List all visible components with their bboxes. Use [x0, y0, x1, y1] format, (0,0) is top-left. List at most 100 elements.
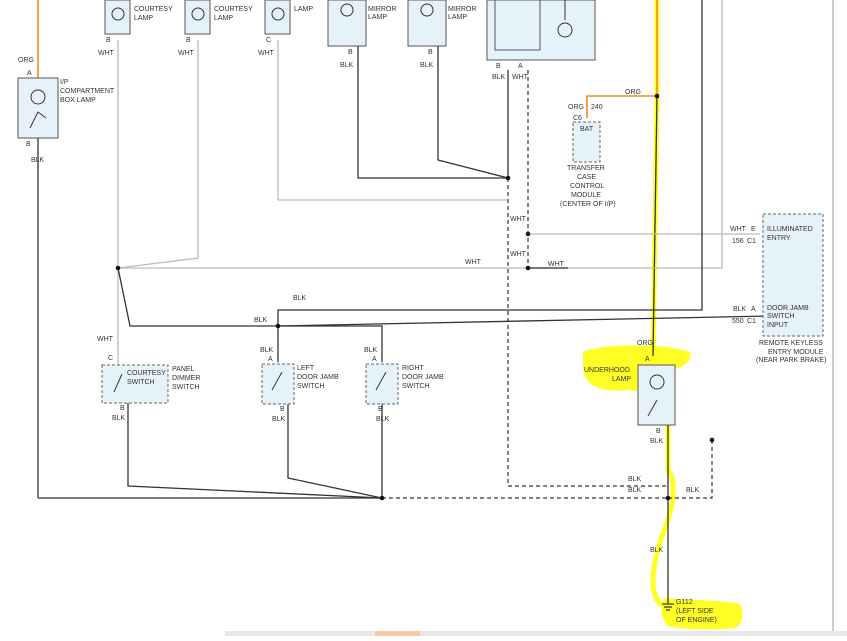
- pins-a-label: A: [645, 356, 650, 363]
- wire-colors-blk-label: BLK: [112, 415, 126, 422]
- labels-underhood-1-label: UNDERHOOD: [584, 367, 630, 374]
- labels-rke-1-label: REMOTE KEYLESS: [759, 340, 823, 347]
- labels-courtesy-lamp-1-label: COURTESY: [134, 6, 173, 13]
- labels-left-dj-3-label: SWITCH: [297, 383, 325, 390]
- wire-colors-org-label: ORG: [568, 104, 584, 111]
- courtesy-switch: C COURTESY SWITCH PANEL DIMMER SWITCH B …: [101, 355, 200, 422]
- left-door-jamb-switch: BLK A LEFT DOOR JAMB SWITCH B BLK: [260, 347, 339, 423]
- wire-colors-wht-label: WHT: [510, 251, 527, 258]
- pins-c-label: C: [108, 355, 113, 362]
- pins-a-label: A: [268, 356, 273, 363]
- wire-colors-wht-label: WHT: [178, 50, 195, 57]
- wire-colors-blk-label: BLK: [628, 476, 642, 483]
- right-door-jamb-switch: BLK A RIGHT DOOR JAMB SWITCH B BLK: [364, 347, 444, 423]
- courtesy-lamp-2: COURTESY LAMP B WHT: [178, 0, 253, 57]
- pins-b-label: B: [378, 406, 383, 413]
- labels-left-dj-1-label: LEFT: [297, 365, 315, 372]
- labels-courtesy-lamp-2b-label: LAMP: [214, 15, 233, 22]
- pins-c1-label: C1: [747, 238, 756, 245]
- underhood-lamp: A UNDERHOOD LAMP B: [584, 356, 676, 435]
- wire-colors-wht-label: WHT: [510, 216, 527, 223]
- wires-dashed: [382, 70, 713, 499]
- labels-bat-label: BAT: [580, 126, 594, 133]
- labels-g112-label: G112: [676, 599, 693, 606]
- scrollbar-thumb[interactable]: [375, 631, 420, 636]
- labels-tccm-5-label: (CENTER OF I/P): [560, 201, 616, 208]
- pins-b-label: B: [186, 37, 191, 44]
- labels-illum-entry-1-label: ILLUMINATED: [767, 226, 813, 233]
- mirror-lamp-1: MIRROR LAMP B BLK: [327, 0, 396, 69]
- pins-a-label: A: [27, 70, 32, 77]
- pins-c1-label: C1: [747, 318, 756, 325]
- labels-mirror-lamp-2-label: MIRROR: [448, 6, 476, 13]
- labels-rke-3-label: (NEAR PARK BRAKE): [756, 357, 826, 364]
- ground-g112: G112 (LEFT SIDE OF ENGINE): [662, 599, 717, 624]
- labels-rke-2-label: ENTRY MODULE: [768, 349, 824, 356]
- labels-mirror-lamp-2b-label: LAMP: [448, 14, 467, 21]
- labels-courtesy-lamp-1b-label: LAMP: [134, 15, 153, 22]
- labels-panel-dimmer-2-label: DIMMER: [172, 375, 200, 382]
- labels-ip-box-lamp-2-label: COMPARTMENT: [60, 88, 115, 95]
- splice-dots: [115, 93, 715, 501]
- wire-colors-wht-label: WHT: [548, 261, 565, 268]
- pins-b-label: B: [428, 49, 433, 56]
- wire-colors-org-label: ORG: [625, 89, 641, 96]
- labels-door-jamb-in-2-label: SWITCH: [767, 313, 795, 320]
- courtesy-lamp-1: COURTESY LAMP B WHT: [98, 0, 173, 57]
- labels-door-jamb-in-3-label: INPUT: [767, 322, 789, 329]
- wire-colors-blk-label: BLK: [364, 347, 378, 354]
- scrollbar-track[interactable]: [225, 631, 847, 636]
- pins-e-label: E: [751, 226, 756, 233]
- labels-lamp-top-label: LAMP: [294, 6, 313, 13]
- pins-a-label: A: [751, 306, 756, 313]
- highlight-marks: [583, 0, 743, 630]
- wire-colors-blk-label: BLK: [628, 487, 642, 494]
- pins-b-label: B: [656, 428, 661, 435]
- labels-courtesy-lamp-2-label: COURTESY: [214, 6, 253, 13]
- wire-labels: WHT WHT WHT WHT BLK BLK WHT ORG BLK BLK …: [97, 216, 700, 554]
- labels-right-dj-2-label: DOOR JAMB: [402, 374, 444, 381]
- labels-g112-loc-1-label: (LEFT SIDE: [676, 608, 714, 615]
- labels-tccm-4-label: MODULE: [571, 192, 601, 199]
- wire-colors-org-label: ORG: [18, 57, 34, 64]
- pins-b-label: B: [106, 37, 111, 44]
- pins-c-label: C: [266, 37, 271, 44]
- labels-courtesy-switch-2-label: SWITCH: [127, 379, 155, 386]
- pins-b-label: B: [120, 405, 125, 412]
- remote-keyless-entry-module: WHT E 156 C1 ILLUMINATED ENTRY BLK A 550…: [730, 213, 826, 364]
- labels-illum-entry-2-label: ENTRY: [767, 235, 791, 242]
- pins-n550-label: 550: [732, 318, 744, 325]
- labels-left-dj-2-label: DOOR JAMB: [297, 374, 339, 381]
- mirror-lamp-2: MIRROR LAMP B BLK: [407, 0, 476, 69]
- wire-colors-wht-label: WHT: [97, 336, 114, 343]
- labels-right-dj-1-label: RIGHT: [402, 365, 425, 372]
- wire-colors-blk-label: BLK: [650, 438, 664, 445]
- ip-compartment-box-lamp: ORG A I/P COMPARTMENT BOX LAMP B BLK: [17, 57, 115, 164]
- wires-white: [117, 0, 760, 368]
- wire-colors-blk-label: BLK: [272, 416, 286, 423]
- pins-n156-label: 156: [732, 238, 744, 245]
- wire-colors-wht-label: WHT: [512, 74, 529, 81]
- labels-panel-dimmer-1-label: PANEL: [172, 366, 195, 373]
- labels-mirror-lamp-1-label: MIRROR: [368, 6, 396, 13]
- wire-colors-wht-label: WHT: [98, 50, 115, 57]
- labels-tccm-3-label: CONTROL: [570, 183, 604, 190]
- labels-underhood-2-label: LAMP: [612, 376, 631, 383]
- wire-colors-wht-label: WHT: [465, 259, 482, 266]
- labels-right-dj-3-label: SWITCH: [402, 383, 430, 390]
- wire-colors-wht-label: WHT: [730, 226, 747, 233]
- pins-b-label: B: [496, 63, 501, 70]
- wire-colors-blk-label: BLK: [293, 295, 307, 302]
- wire-colors-blk-label: BLK: [420, 62, 434, 69]
- labels-panel-dimmer-3-label: SWITCH: [172, 384, 200, 391]
- labels-tccm-2-label: CASE: [577, 174, 596, 181]
- labels-c6-label: C6: [573, 115, 582, 122]
- pins-a-label: A: [372, 356, 377, 363]
- wire-colors-blk-label: BLK: [733, 306, 747, 313]
- wire-colors-blk-label: BLK: [492, 74, 506, 81]
- wire-colors-blk-label: BLK: [376, 416, 390, 423]
- labels-n240-label: 240: [591, 104, 603, 111]
- lamp-3: LAMP C WHT: [258, 0, 313, 57]
- labels-courtesy-switch-1-label: COURTESY: [127, 370, 166, 377]
